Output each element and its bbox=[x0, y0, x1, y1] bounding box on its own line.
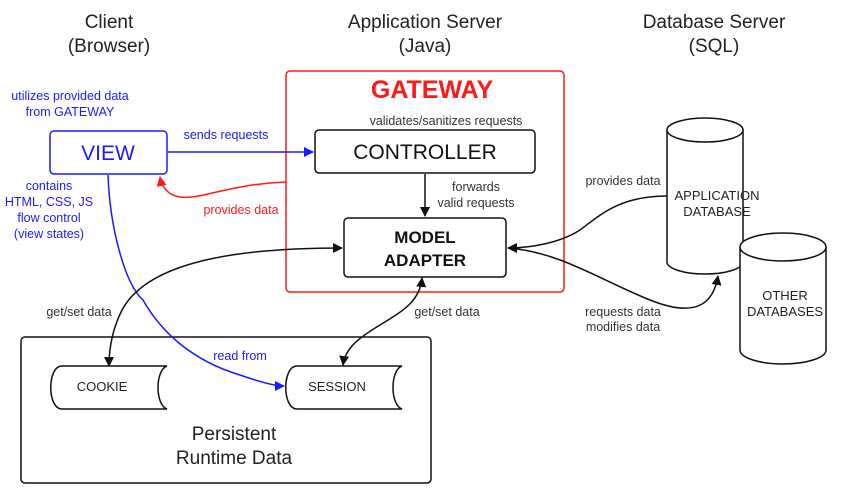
other-db-label-line2: DATABASES bbox=[747, 304, 823, 319]
view-utilizes-line2: from GATEWAY bbox=[26, 105, 115, 119]
get-set-cookie-arrow bbox=[104, 243, 343, 367]
view-contains-line2: HTML, CSS, JS bbox=[5, 195, 93, 209]
view-utilizes-line1: utilizes provided data bbox=[11, 89, 128, 103]
persistent-label-line2: Runtime Data bbox=[176, 448, 293, 469]
other-db-label-line1: OTHER bbox=[762, 288, 808, 303]
other-db-body bbox=[739, 247, 827, 365]
session-label: SESSION bbox=[308, 379, 366, 394]
app-db-top bbox=[666, 117, 744, 143]
app-db-label-line2: DATABASE bbox=[683, 204, 751, 219]
read-from-label: read from bbox=[213, 349, 267, 363]
view-contains-line3: flow control bbox=[17, 211, 80, 225]
column-header-db-server: Database Server (SQL) bbox=[643, 12, 786, 57]
model-adapter-box[interactable] bbox=[343, 217, 507, 278]
column-header-app-server: Application Server (Java) bbox=[348, 12, 503, 57]
cookie-shape bbox=[50, 365, 168, 410]
other-databases[interactable]: OTHER DATABASES bbox=[739, 232, 827, 365]
get-set-cookie-label: get/set data bbox=[46, 305, 111, 319]
db-provides-data-label: provides data bbox=[585, 174, 660, 188]
other-db-top bbox=[739, 232, 827, 262]
view-node[interactable]: VIEW bbox=[49, 130, 168, 175]
header-line: (Java) bbox=[399, 36, 452, 57]
gateway-title: GATEWAY bbox=[371, 76, 494, 104]
session-storage[interactable]: SESSION bbox=[285, 365, 403, 410]
model-adapter-node[interactable]: MODEL ADAPTER bbox=[343, 217, 507, 278]
cookie-storage[interactable]: COOKIE bbox=[50, 365, 168, 410]
session-shape bbox=[285, 365, 403, 410]
controller-box[interactable] bbox=[314, 129, 536, 174]
provides-data-red-label: provides data bbox=[203, 203, 278, 217]
header-line: (Browser) bbox=[68, 36, 150, 57]
view-contains-line1: contains bbox=[26, 179, 73, 193]
header-line: Application Server bbox=[348, 12, 503, 33]
persistent-label-line1: Persistent bbox=[192, 424, 277, 445]
requests-modifies-arrow bbox=[507, 247, 722, 309]
controller-label: CONTROLLER bbox=[353, 141, 497, 164]
header-line: Client bbox=[85, 12, 134, 33]
forwards-label-line2: valid requests bbox=[437, 196, 514, 210]
sends-requests-label: sends requests bbox=[184, 128, 269, 142]
app-db-label-line1: APPLICATION bbox=[674, 188, 759, 203]
provides-data-red-arrow bbox=[156, 176, 287, 199]
controller-node[interactable]: CONTROLLER bbox=[314, 129, 536, 174]
column-header-client: Client (Browser) bbox=[68, 12, 150, 57]
db-provides-data-arrow bbox=[507, 195, 668, 253]
cookie-label: COOKIE bbox=[77, 379, 128, 394]
view-label: VIEW bbox=[81, 142, 135, 165]
requests-modifies-label-line1: requests data bbox=[585, 305, 661, 319]
header-line: Database Server bbox=[643, 12, 786, 33]
application-database[interactable]: APPLICATION DATABASE bbox=[666, 117, 760, 275]
get-set-session-label: get/set data bbox=[414, 305, 479, 319]
get-set-session-arrow bbox=[339, 277, 427, 366]
model-adapter-label-line2: ADAPTER bbox=[384, 251, 466, 270]
forwards-label-line1: forwards bbox=[452, 180, 500, 194]
model-adapter-label-line1: MODEL bbox=[394, 228, 455, 247]
validates-label: validates/sanitizes requests bbox=[370, 114, 523, 128]
header-line: (SQL) bbox=[689, 36, 740, 57]
requests-modifies-label-line2: modifies data bbox=[586, 320, 660, 334]
view-contains-line4: (view states) bbox=[14, 227, 84, 241]
view-box[interactable] bbox=[49, 130, 168, 175]
